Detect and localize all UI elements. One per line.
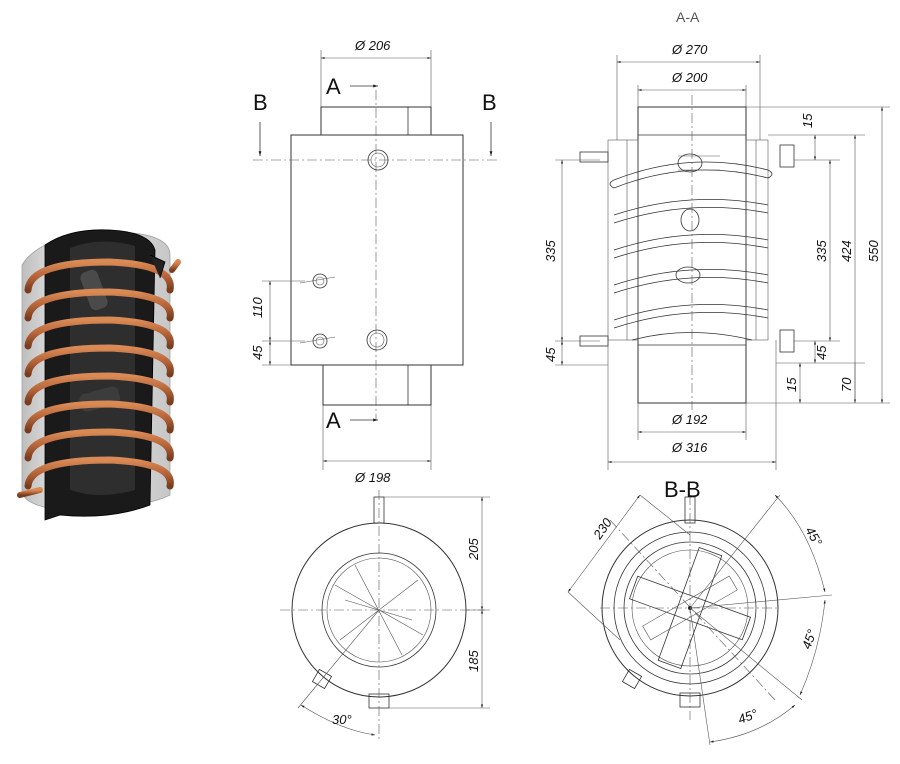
bb-angle-45-a: 45° [802,524,825,549]
aa-r-15-top: 15 [800,113,815,128]
coil-section [609,161,773,329]
bb-dim-230: 230 [590,515,616,543]
bb-angle-45-b: 45° [799,627,820,651]
front-dim-110: 110 [250,297,265,318]
front-d-bottom: Ø 198 [354,470,391,485]
front-d-top: Ø 206 [354,38,391,53]
bottom-angle-30: 30° [332,712,352,727]
bottom-dim-205: 205 [466,538,481,561]
label-a-top: A [326,74,341,99]
aa-r-550: 550 [866,240,881,262]
bottom-dim-185: 185 [466,650,481,672]
isometric-view [17,229,181,521]
aa-r-15-bottom: 15 [784,377,799,392]
aa-r-335: 335 [814,240,829,262]
aa-d-316: Ø 316 [671,440,708,455]
section-bb-title: B-B [664,477,701,502]
front-view [253,50,500,470]
aa-d-192: Ø 192 [671,412,708,427]
aa-r-70: 70 [839,377,854,392]
front-dim-45: 45 [250,345,265,360]
aa-d-270: Ø 270 [671,42,708,57]
bottom-view [280,490,490,740]
label-b-right: B [482,90,497,115]
section-aa-title: A-A [676,9,700,25]
label-b-left: B [253,90,268,115]
bb-angle-45-c: 45° [736,706,760,727]
copper-coil [17,258,181,498]
label-a-bottom: A [326,408,341,433]
aa-left-45: 45 [543,347,558,362]
aa-d-200: Ø 200 [671,70,708,85]
aa-left-335: 335 [543,240,558,262]
aa-r-45: 45 [814,345,829,360]
section-aa-view [555,55,890,470]
section-bb-view [567,494,833,746]
aa-r-424: 424 [839,240,854,262]
